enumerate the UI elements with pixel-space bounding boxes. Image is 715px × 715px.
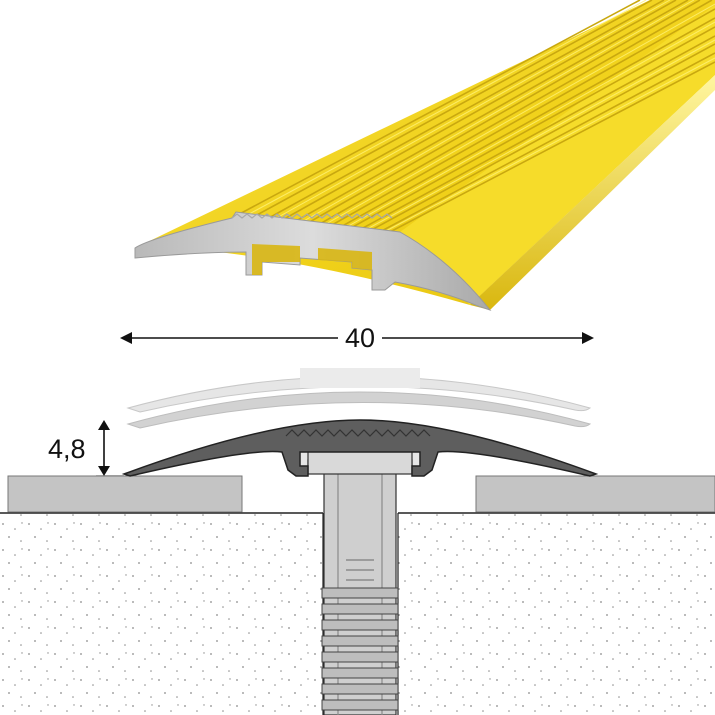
floor-covering-left (7, 475, 243, 513)
dowel-ribs (321, 587, 399, 711)
width-label: 40 (345, 323, 375, 353)
gold-profile-cut-end (134, 211, 492, 312)
screed-left (0, 513, 323, 715)
ghost-profile-upper (126, 368, 592, 413)
gold-profile-edge (470, 75, 715, 310)
gold-profile-serration (231, 213, 393, 219)
width-dimension: 40 (120, 323, 594, 353)
width-arrow-right-icon (582, 332, 594, 344)
gold-profile-flat-band (400, 5, 715, 305)
height-arrow-up-icon (98, 420, 110, 430)
gold-channel-right (318, 248, 372, 270)
gold-channel-left (252, 244, 300, 275)
floor-covering-right (475, 475, 715, 513)
installed-profile (121, 419, 599, 477)
width-arrow-left-icon (120, 332, 132, 344)
height-dimension: 4,8 (48, 420, 124, 477)
gold-profile-3d (134, 0, 715, 312)
height-label: 4,8 (48, 434, 86, 464)
gold-profile-ribs (231, 0, 715, 235)
dowel-anchor (321, 469, 399, 715)
height-arrow-down-icon (98, 466, 110, 476)
screed-right (398, 513, 715, 715)
substrate (0, 512, 715, 715)
ghost-profile-lower (126, 391, 592, 429)
